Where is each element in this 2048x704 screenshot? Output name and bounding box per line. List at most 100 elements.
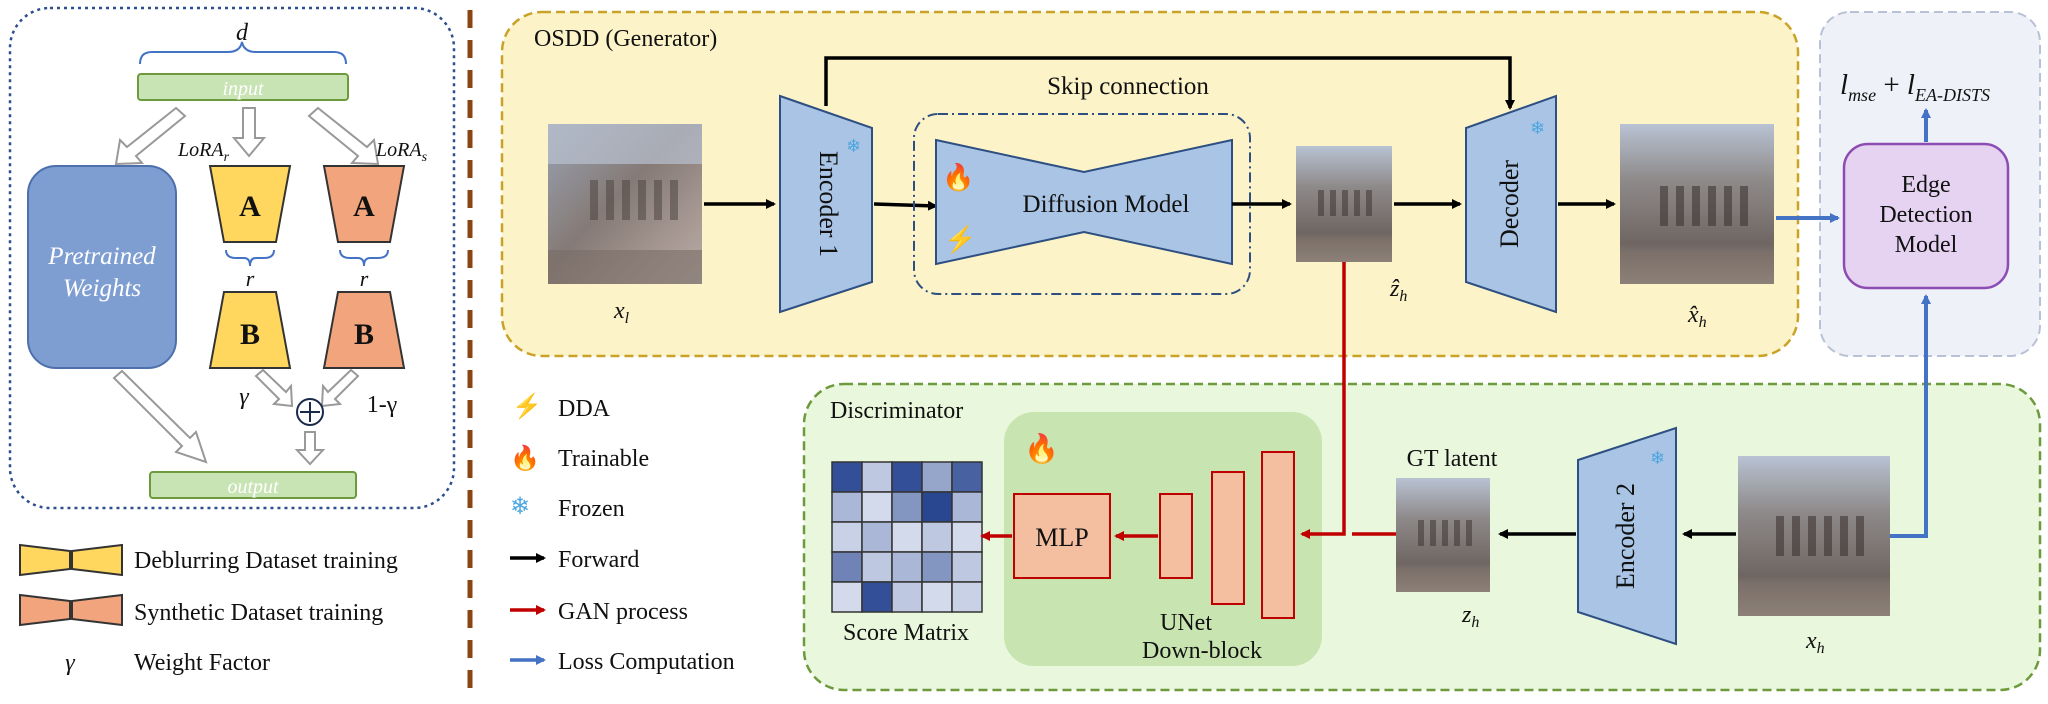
lora-r-rank-label: r	[246, 266, 255, 291]
lora-r-b-label: B	[240, 318, 260, 351]
lora-s-label: LoRAs	[375, 139, 428, 165]
encoder-2-label: Encoder 2	[1611, 483, 1640, 589]
score-cell	[861, 461, 893, 493]
lora-s-matrix-a	[322, 165, 406, 243]
legend-synthetic-swatch	[19, 593, 123, 627]
gamma-label: γ	[239, 384, 249, 410]
lora-s-a-label: A	[353, 190, 375, 223]
gt-latent-label: GT latent	[1407, 446, 1498, 472]
input-bar	[137, 73, 349, 101]
score-cell	[861, 491, 893, 523]
edge-label-2: Detection	[1879, 202, 1972, 228]
lora-s-to-sum-arrow	[320, 368, 360, 408]
encoder-to-diffusion-arrow	[873, 200, 938, 211]
legend-lightning-icon: ⚡	[512, 392, 542, 420]
legend-frozen-item: ❄ Frozen	[510, 494, 625, 522]
score-cell	[891, 551, 923, 583]
lora-s-rank-brace	[339, 249, 389, 267]
skip-connection-label: Skip connection	[1047, 73, 1209, 100]
legend-loss-label: Loss Computation	[558, 649, 735, 675]
gt-latent-image	[1396, 478, 1490, 592]
legend-dda-label: DDA	[558, 396, 611, 422]
encoder-2-snowflake-icon: ❄	[1650, 448, 1665, 468]
legend-deblur-item: Deblurring Dataset training	[19, 543, 398, 577]
encoder-1-label: Encoder 1	[814, 151, 843, 257]
disc-fire-icon: 🔥	[1024, 432, 1059, 465]
legend-snowflake-icon: ❄	[510, 494, 530, 520]
output-image	[1620, 124, 1774, 284]
gt-image-caption: xh	[1805, 628, 1825, 657]
legend-trainable-label: Trainable	[558, 446, 649, 472]
score-cell	[951, 581, 983, 613]
score-cell	[891, 581, 923, 613]
score-cell	[831, 551, 863, 583]
diffusion-dashed-box	[913, 113, 1251, 295]
pretrained-label-1: Pretrained	[47, 243, 156, 270]
score-cell	[921, 551, 953, 583]
score-cell	[951, 461, 983, 493]
encoder-1-snowflake-icon: ❄	[846, 136, 861, 156]
lora-r-matrix-b	[208, 291, 292, 369]
score-cell	[891, 461, 923, 493]
lora-s-b-label: B	[354, 318, 374, 351]
legend-gan-item: GAN process	[510, 599, 688, 625]
edge-label-3: Model	[1895, 232, 1958, 258]
legend-gamma-item: γ Weight Factor	[65, 650, 270, 676]
unet-bar-medium	[1211, 471, 1245, 605]
input-to-lora-r-arrow	[231, 107, 267, 158]
pretrained-label-2: Weights	[63, 275, 141, 302]
lora-r-a-label: A	[239, 190, 261, 223]
output-label: output	[227, 476, 279, 498]
legend-forward-item: Forward	[510, 547, 639, 573]
input-image-caption: xl	[613, 298, 630, 327]
lora-r-rank-brace	[225, 249, 275, 267]
legend-deblur-label: Deblurring Dataset training	[134, 548, 398, 574]
score-cell	[861, 551, 893, 583]
diffusion-model-label: Diffusion Model	[1023, 191, 1190, 218]
score-cell	[951, 521, 983, 553]
unet-label-2: Down-block	[1142, 638, 1262, 664]
latent-image-caption: ẑh	[1389, 276, 1407, 305]
unet-bar-small	[1159, 493, 1193, 579]
score-cell	[921, 491, 953, 523]
discriminator-title: Discriminator	[830, 398, 963, 424]
gt-latent-caption: zh	[1461, 602, 1479, 631]
legend-frozen-label: Frozen	[558, 496, 625, 522]
skip-connection-line	[824, 56, 1515, 110]
generator-title: OSDD (Generator)	[534, 26, 717, 52]
encoder-2-block	[1577, 426, 1677, 646]
unet-label-1: UNet	[1160, 610, 1212, 636]
legend-fire-icon: 🔥	[510, 444, 540, 472]
score-cell	[951, 551, 983, 583]
score-cell	[951, 491, 983, 523]
input-blurry-image	[548, 124, 702, 284]
score-cell	[861, 581, 893, 613]
score-cell	[831, 581, 863, 613]
score-cell	[831, 491, 863, 523]
legend-loss-item: Loss Computation	[510, 649, 735, 675]
legend-trainable-item: 🔥 Trainable	[510, 444, 649, 472]
gan-latent-to-unet-line	[1300, 262, 1346, 539]
encoder-1-block	[779, 94, 873, 314]
diffusion-lightning-icon: ⚡	[944, 224, 976, 255]
one-minus-gamma-label: 1-γ	[367, 392, 398, 418]
latent-image	[1296, 146, 1392, 262]
lora-r-matrix-a	[208, 165, 292, 243]
diffusion-fire-icon: 🔥	[942, 162, 974, 192]
score-cell	[891, 491, 923, 523]
loss-formula: lmse + lEA-DISTS	[1840, 69, 1990, 105]
decoder-block	[1465, 94, 1557, 314]
input-to-pretrained-arrow	[114, 106, 187, 166]
gt-to-edge-arrow	[1890, 294, 1931, 538]
legend-dda-item: ⚡ DDA	[512, 392, 611, 422]
score-matrix-label: Score Matrix	[843, 620, 969, 646]
diffusion-model-block	[935, 138, 1233, 266]
gt-image	[1738, 456, 1890, 616]
legend-synthetic-label: Synthetic Dataset training	[134, 600, 383, 626]
legend-forward-label: Forward	[558, 547, 639, 573]
score-cell	[831, 461, 863, 493]
decoder-label: Decoder	[1495, 160, 1524, 248]
lora-s-matrix-b	[322, 291, 406, 369]
input-to-lora-s-arrow	[307, 106, 380, 166]
